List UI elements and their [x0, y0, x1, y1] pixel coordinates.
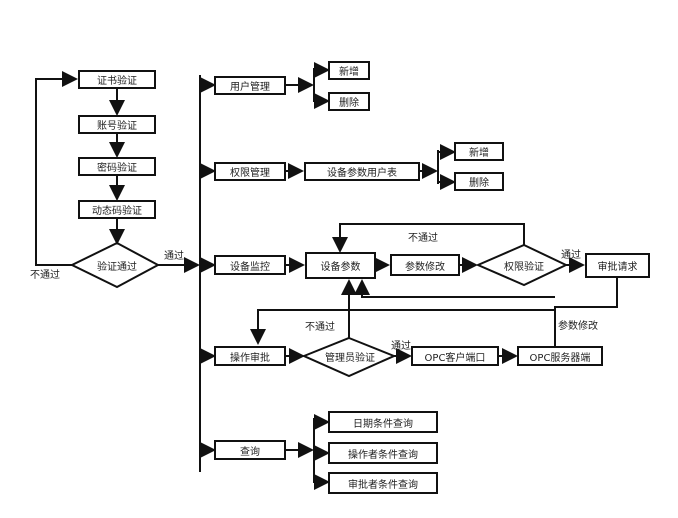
param-modify-feedback-label: 参数修改 — [558, 321, 598, 332]
user-delete-node: 删除 — [328, 92, 370, 111]
query-node: 查询 — [214, 440, 286, 460]
perm-mgmt-node: 权限管理 — [214, 162, 286, 181]
login-fail-label: 不通过 — [30, 270, 60, 281]
password-verify-step: 密码验证 — [78, 157, 156, 176]
perm-decision-shape — [475, 243, 569, 287]
request-feedback — [554, 278, 618, 356]
perm-delete-node: 删除 — [454, 172, 504, 191]
perm-add-node: 新增 — [454, 142, 504, 161]
admin-verify-decision: 管理员验证 — [325, 352, 375, 364]
perm-verify-decision: 权限验证 — [504, 261, 544, 273]
param-modify-node: 参数修改 — [390, 254, 460, 276]
perm-fail-loop — [332, 223, 525, 253]
query-by-operator-node: 操作者条件查询 — [328, 442, 438, 464]
dynamic-code-verify-step: 动态码验证 — [78, 200, 156, 219]
cert-verify-step: 证书验证 — [78, 70, 156, 89]
perm-fail-label: 不通过 — [408, 233, 438, 244]
login-decision-shape — [69, 241, 161, 289]
fail-loop — [35, 71, 78, 266]
device-params-node: 设备参数 — [305, 252, 376, 279]
admin-decision-shape — [301, 336, 397, 378]
admin-fail-label: 不通过 — [305, 322, 335, 333]
login-decision: 验证通过 — [97, 261, 137, 273]
query-by-approver-node: 审批者条件查询 — [328, 472, 438, 494]
approval-request-node: 审批请求 — [585, 253, 650, 278]
login-pass-label: 通过 — [164, 251, 184, 262]
opc-server-node: OPC服务器端 — [517, 346, 603, 366]
admin-pass-label: 通过 — [391, 341, 411, 352]
query-by-date-node: 日期条件查询 — [328, 411, 438, 433]
perm-pass-label: 通过 — [561, 250, 581, 261]
account-verify-step: 账号验证 — [78, 115, 156, 134]
device-monitor-node: 设备监控 — [214, 255, 286, 275]
op-approval-node: 操作审批 — [214, 346, 286, 366]
user-mgmt-node: 用户管理 — [214, 76, 286, 95]
opc-client-node: OPC客户端口 — [411, 346, 499, 366]
user-add-node: 新增 — [328, 61, 370, 80]
device-param-user-table-node: 设备参数用户表 — [304, 162, 420, 181]
